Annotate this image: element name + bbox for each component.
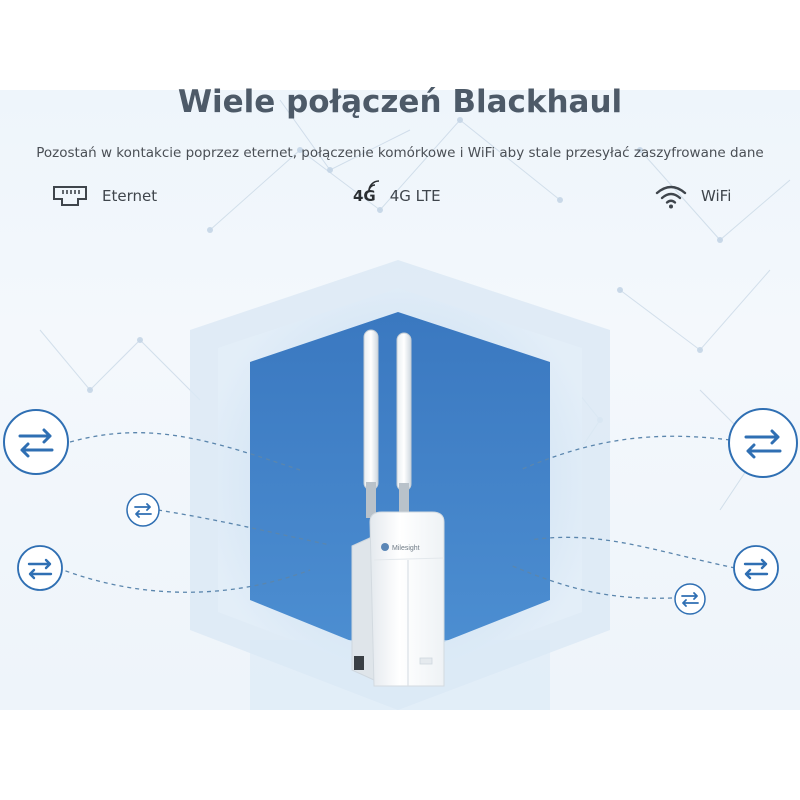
connection-label-ethernet: Eternet	[102, 187, 158, 205]
device-brand: Milesight	[392, 545, 420, 552]
dashed-link-right-3	[509, 564, 673, 599]
sync-icon	[733, 545, 779, 591]
connection-wifi: WiFi	[655, 178, 731, 214]
dashed-link-left-1	[69, 432, 301, 471]
sync-icon	[126, 493, 160, 527]
connection-4g-lte: 4G 4G LTE	[353, 178, 441, 214]
wifi-icon	[655, 185, 687, 209]
network-mesh-decoration	[39, 99, 791, 511]
ethernet-port-icon	[53, 186, 87, 206]
dashed-link-right-1	[519, 435, 731, 471]
outdoor-router-icon: Milesight	[351, 329, 445, 687]
brand-logo-icon	[381, 543, 389, 551]
sync-icon	[674, 583, 706, 615]
connection-ethernet: Eternet	[52, 178, 157, 214]
sync-icon	[3, 409, 69, 475]
connection-label-4g-lte: 4G LTE	[389, 187, 441, 205]
signal-4g-icon: 4G	[353, 180, 380, 205]
page-subtitle: Pozostań w kontakcie poprzez eternet, po…	[36, 145, 764, 161]
signal-waves-icon	[368, 180, 380, 192]
connection-label-wifi: WiFi	[701, 187, 732, 205]
page-title: Wiele połączeń Blackhaul	[177, 84, 623, 120]
dashed-link-left-3	[57, 567, 311, 593]
sync-icon	[17, 545, 63, 591]
sync-icon	[728, 408, 798, 478]
